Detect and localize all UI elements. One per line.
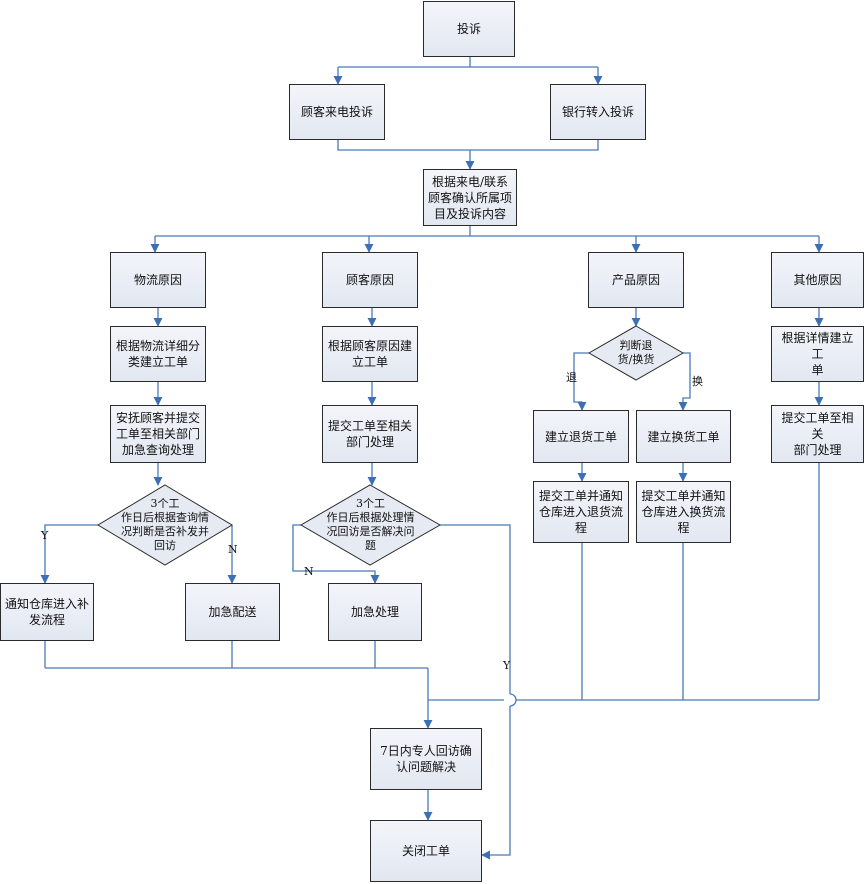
logistics-submit-node: 安抚顾客并提交 工单至相关部门 加急查询处理 — [110, 405, 206, 463]
other-ticket-node: 根据详情建立工 单 — [771, 326, 864, 382]
product-decision-text: 判断退 货/换货 — [617, 339, 655, 366]
return-ticket-node: 建立退货工单 — [533, 410, 629, 463]
return-submit-node: 提交工单并通知 仓库进入退货流 程 — [533, 481, 629, 543]
exchange-label: 换 — [692, 375, 703, 388]
bank-transfer-node: 银行转入投诉 — [550, 84, 646, 140]
other-submit-node: 提交工单至相关 部门处理 — [771, 405, 864, 463]
logistics-decision-text: 3个工 作日后根据查询情 况判断是否补发并 回访 — [121, 497, 209, 552]
confirm-node: 根据来电/联系 顾客确认所属项 目及投诉内容 — [423, 169, 517, 226]
warehouse-resend-node: 通知仓库进入补 发流程 — [0, 583, 94, 641]
other-reason-node: 其他原因 — [771, 252, 864, 308]
exchange-submit-node: 提交工单并通知 仓库进入换货流 程 — [636, 481, 731, 543]
customer-reason-node: 顾客原因 — [322, 252, 418, 308]
close-ticket-node: 关闭工单 — [370, 820, 482, 882]
customer-decision-text: 3个工 作日后根据处理情 况回访是否解决问 题 — [326, 497, 415, 552]
logistics-ticket-node: 根据物流详细分 类建立工单 — [110, 326, 206, 382]
no-label-logistics: N — [228, 543, 238, 556]
customer-ticket-node: 根据顾客原因建 立工单 — [322, 326, 418, 382]
yes-label-customer: Y — [503, 659, 511, 672]
followup-node: 7日内专人回访确 认问题解决 — [370, 728, 482, 790]
complaint-node: 投诉 — [423, 1, 515, 57]
return-label: 退 — [566, 371, 577, 384]
yes-label-logistics: Y — [41, 529, 49, 542]
exchange-ticket-node: 建立换货工单 — [636, 410, 731, 463]
product-decision-diamond — [587, 325, 685, 381]
no-label-customer: N — [304, 565, 314, 578]
logistics-decision-diamond — [97, 484, 233, 566]
urgent-handle-node: 加急处理 — [328, 583, 422, 641]
customer-call-node: 顾客来电投诉 — [289, 84, 385, 140]
logistics-reason-node: 物流原因 — [110, 252, 206, 308]
urgent-delivery-node: 加急配送 — [185, 583, 280, 641]
customer-decision-diamond — [300, 484, 442, 566]
product-reason-node: 产品原因 — [588, 252, 684, 308]
customer-submit-node: 提交工单至相关 部门处理 — [322, 405, 418, 463]
